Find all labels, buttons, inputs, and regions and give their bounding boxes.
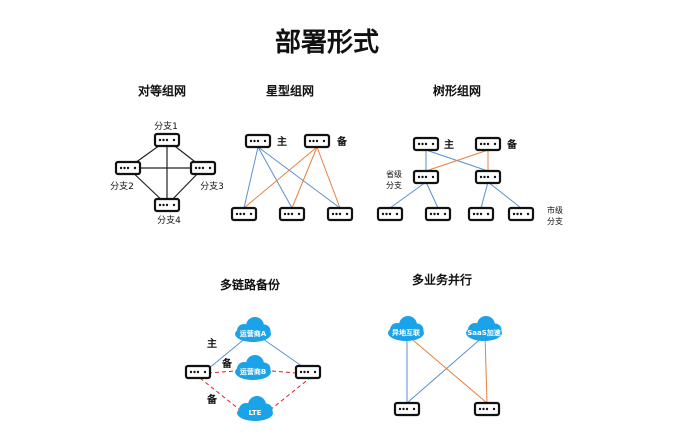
peer-title: 对等组网 — [138, 83, 186, 98]
page-title: 部署形式 — [275, 28, 379, 58]
branch4-label: 分支4 — [157, 214, 181, 226]
star-title: 星型组网 — [266, 83, 314, 98]
tree-primary-device-icon — [412, 136, 440, 152]
tree-primary-links — [389, 149, 522, 209]
multibiz-title: 多业务并行 — [412, 272, 472, 287]
tree-city-device-icon — [424, 206, 452, 222]
star-branch-device-icon — [278, 206, 306, 222]
tree-backup-label: 备 — [506, 138, 518, 151]
tree-backup-device-icon — [474, 136, 502, 152]
star-network: 星型组网 主 备 — [230, 83, 354, 222]
star-backup-label: 备 — [336, 135, 348, 148]
multibiz-orange-links — [406, 334, 488, 404]
multilink-backup: 多链路备份 运营商A 运营商B LTE 主 备 备 — [184, 277, 322, 421]
branch2-device-icon — [114, 160, 142, 176]
tree-province-device-icon — [412, 169, 440, 185]
peer-network: 对等组网 分支1 分支2 分支3 分支4 — [110, 83, 224, 226]
multibiz-right-device-icon — [473, 401, 501, 417]
tree-city-device-icon — [507, 206, 535, 222]
tree-city-label: 市级 — [547, 205, 563, 215]
multilink-backup-links — [199, 370, 311, 411]
tree-title: 树形组网 — [433, 83, 481, 98]
tree-network: 树形组网 主 备 省级 分支 市级 分支 — [376, 83, 563, 226]
cloud-b-label: 运营商B — [240, 367, 266, 376]
branch3-device-icon — [189, 160, 217, 176]
multilink-right-device-icon — [294, 364, 322, 380]
multilink-left-device-icon — [184, 364, 212, 380]
star-backup-device-icon — [303, 133, 331, 149]
multibiz-blue-links — [406, 334, 486, 404]
tree-province-label-2: 分支 — [386, 180, 402, 190]
cloud-lte-label: LTE — [249, 409, 262, 417]
multilink-title: 多链路备份 — [220, 277, 281, 292]
star-primary-label: 主 — [277, 135, 287, 148]
branch1-label: 分支1 — [154, 120, 178, 132]
cloud-a-label: 运营商A — [240, 329, 267, 338]
multilink-backup2-label: 备 — [206, 393, 218, 406]
branch3-label: 分支3 — [200, 180, 224, 192]
branch4-device-icon — [153, 197, 181, 213]
tree-backup-links — [425, 149, 489, 172]
star-backup-links — [243, 146, 341, 209]
tree-province-label: 省级 — [386, 169, 402, 179]
tree-city-label-2: 分支 — [547, 216, 563, 226]
multilink-backup1-label: 备 — [221, 357, 233, 370]
tree-city-device-icon — [467, 206, 495, 222]
branch1-device-icon — [153, 132, 181, 148]
star-branch-device-icon — [326, 206, 354, 222]
multilink-primary-label: 主 — [207, 337, 217, 350]
tree-province-device-icon — [474, 169, 502, 185]
multibiz-left-device-icon — [393, 401, 421, 417]
tree-city-device-icon — [376, 206, 404, 222]
star-primary-device-icon — [244, 133, 272, 149]
multi-business: 多业务并行 异地互联 SaaS加速 — [388, 272, 502, 417]
star-branch-device-icon — [230, 206, 258, 222]
tree-primary-label: 主 — [444, 138, 454, 151]
cloud-saas-label: SaaS加速 — [467, 328, 501, 337]
branch2-label: 分支2 — [110, 180, 134, 192]
cloud-remote-label: 异地互联 — [392, 328, 421, 337]
star-primary-links — [243, 146, 341, 209]
